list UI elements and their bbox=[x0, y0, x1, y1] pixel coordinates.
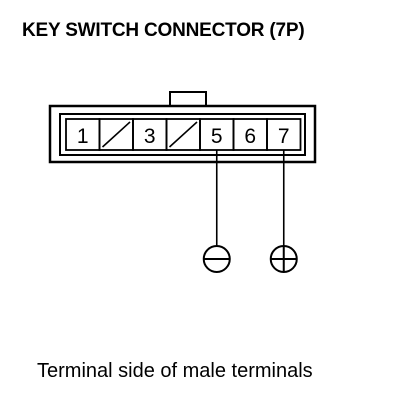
diagram-caption: Terminal side of male terminals bbox=[37, 360, 313, 382]
connector-housing bbox=[48, 104, 317, 164]
pin-label-5: 5 bbox=[211, 125, 223, 148]
diagram-title: KEY SWITCH CONNECTOR (7P) bbox=[22, 20, 305, 41]
pin-label-6: 6 bbox=[244, 125, 256, 148]
empty-cavity-slash bbox=[101, 121, 131, 148]
pin-label-3: 3 bbox=[144, 125, 156, 148]
connector-inner-frame bbox=[59, 113, 306, 156]
connector-lock-tab bbox=[169, 91, 207, 107]
pin-label-1: 1 bbox=[77, 125, 89, 148]
empty-cavity-slash bbox=[168, 121, 198, 148]
pin-label-7: 7 bbox=[278, 125, 290, 148]
